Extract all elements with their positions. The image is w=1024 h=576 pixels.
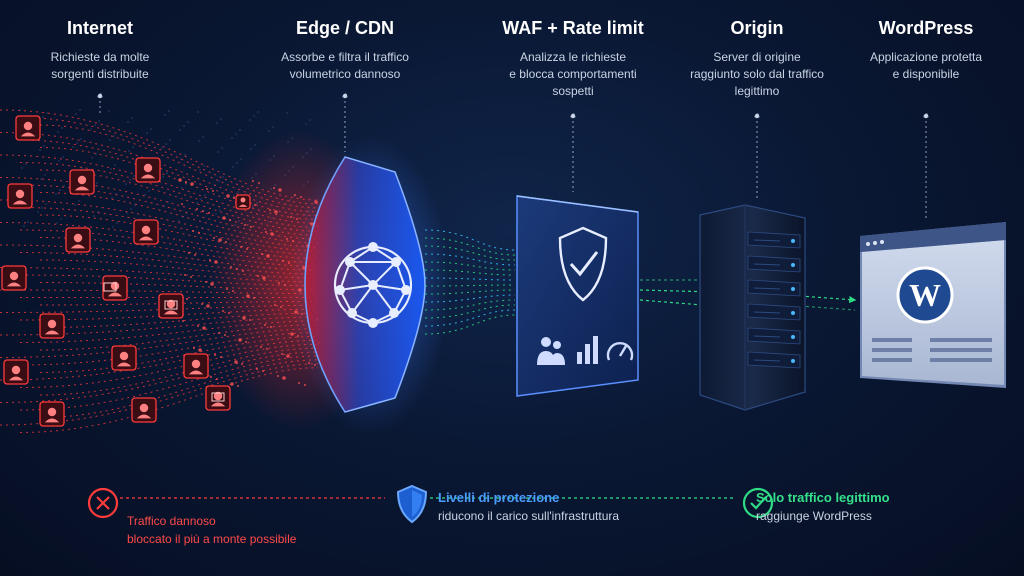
bar-chart-icon bbox=[577, 336, 598, 364]
legend-protection: Livelli di protezione riducono il carico… bbox=[438, 490, 619, 523]
hacker-icon bbox=[39, 401, 65, 427]
check-circle-icon bbox=[742, 487, 774, 519]
hacker-icon bbox=[158, 293, 184, 319]
legend-title: Solo traffico legittimo bbox=[756, 490, 890, 505]
stage-title: Origin bbox=[730, 18, 784, 38]
hacker-icon bbox=[1, 265, 27, 291]
hacker-icon bbox=[39, 313, 65, 339]
laptop-icon bbox=[103, 282, 117, 292]
globe-network-icon bbox=[333, 242, 413, 328]
stage-edge-cdn: Edge / CDN Assorbe e filtra il traffico … bbox=[245, 18, 445, 83]
hacker-icon bbox=[3, 359, 29, 385]
users-icon bbox=[537, 337, 565, 365]
legend-description: riducono il carico sull'infrastruttura bbox=[438, 509, 620, 523]
stage-description: Assorbe e filtra il traffico volumetrico… bbox=[281, 50, 409, 81]
hacker-icon bbox=[135, 157, 161, 183]
stage-description: Richieste da molte sorgenti distribuite bbox=[50, 50, 150, 81]
stage-connectors bbox=[97, 93, 929, 218]
gauge-icon bbox=[606, 342, 634, 361]
stage-title: WAF + Rate limit bbox=[502, 18, 644, 38]
stage-waf: WAF + Rate limit Analizza le richieste e… bbox=[473, 18, 673, 100]
attacker-sources bbox=[1, 115, 251, 427]
legend-description: raggiunge WordPress bbox=[756, 509, 872, 523]
stage-origin: Origin Server di origine raggiunto solo … bbox=[657, 18, 857, 100]
legend-legit: Solo traffico legittimo raggiunge WordPr… bbox=[756, 490, 890, 523]
hacker-icon bbox=[183, 353, 209, 379]
legend-title: Traffico dannoso bbox=[127, 514, 216, 528]
malicious-traffic-streams bbox=[0, 109, 320, 433]
stage-description: Applicazione protetta e disponibile bbox=[869, 50, 983, 81]
stage-title: WordPress bbox=[878, 18, 974, 38]
hacker-icon bbox=[133, 219, 159, 245]
legend-title: Livelli di protezione bbox=[438, 490, 560, 505]
stage-title: Edge / CDN bbox=[295, 18, 394, 38]
wordpress-browser-window: W bbox=[860, 222, 1006, 388]
stage-title: Internet bbox=[66, 18, 133, 38]
hacker-icon bbox=[111, 345, 137, 371]
legend-malicious: Traffico dannoso bloccato il più a monte… bbox=[127, 514, 296, 546]
server-rack-icon bbox=[699, 204, 806, 411]
shield-icon bbox=[396, 484, 428, 524]
filtered-traffic-streams bbox=[424, 229, 516, 335]
shield-check-icon bbox=[558, 226, 608, 302]
legend-description: bloccato il più a monte possibile bbox=[127, 532, 297, 546]
hacker-icon bbox=[102, 275, 128, 301]
hacker-icon bbox=[7, 183, 33, 209]
hacker-icon bbox=[131, 397, 157, 423]
stage-wordpress: WordPress Applicazione protetta e dispon… bbox=[826, 18, 1024, 83]
stage-internet: Internet Richieste da molte sorgenti dis… bbox=[0, 18, 200, 83]
hacker-icon bbox=[205, 385, 231, 411]
stage-description: Server di origine raggiunto solo dal tra… bbox=[690, 50, 824, 98]
hacker-icon bbox=[15, 115, 41, 141]
x-circle-icon bbox=[87, 487, 119, 519]
svg-text:W: W bbox=[909, 277, 941, 313]
hacker-icon bbox=[235, 194, 251, 210]
hacker-icon bbox=[69, 169, 95, 195]
laptop-icon bbox=[211, 392, 225, 402]
hacker-icon bbox=[65, 227, 91, 253]
edge-cdn-shield bbox=[304, 156, 426, 413]
wordpress-logo-icon: W bbox=[896, 266, 954, 324]
stage-description: Analizza le richieste e blocca comportam… bbox=[509, 50, 637, 98]
laptop-icon bbox=[164, 300, 178, 310]
